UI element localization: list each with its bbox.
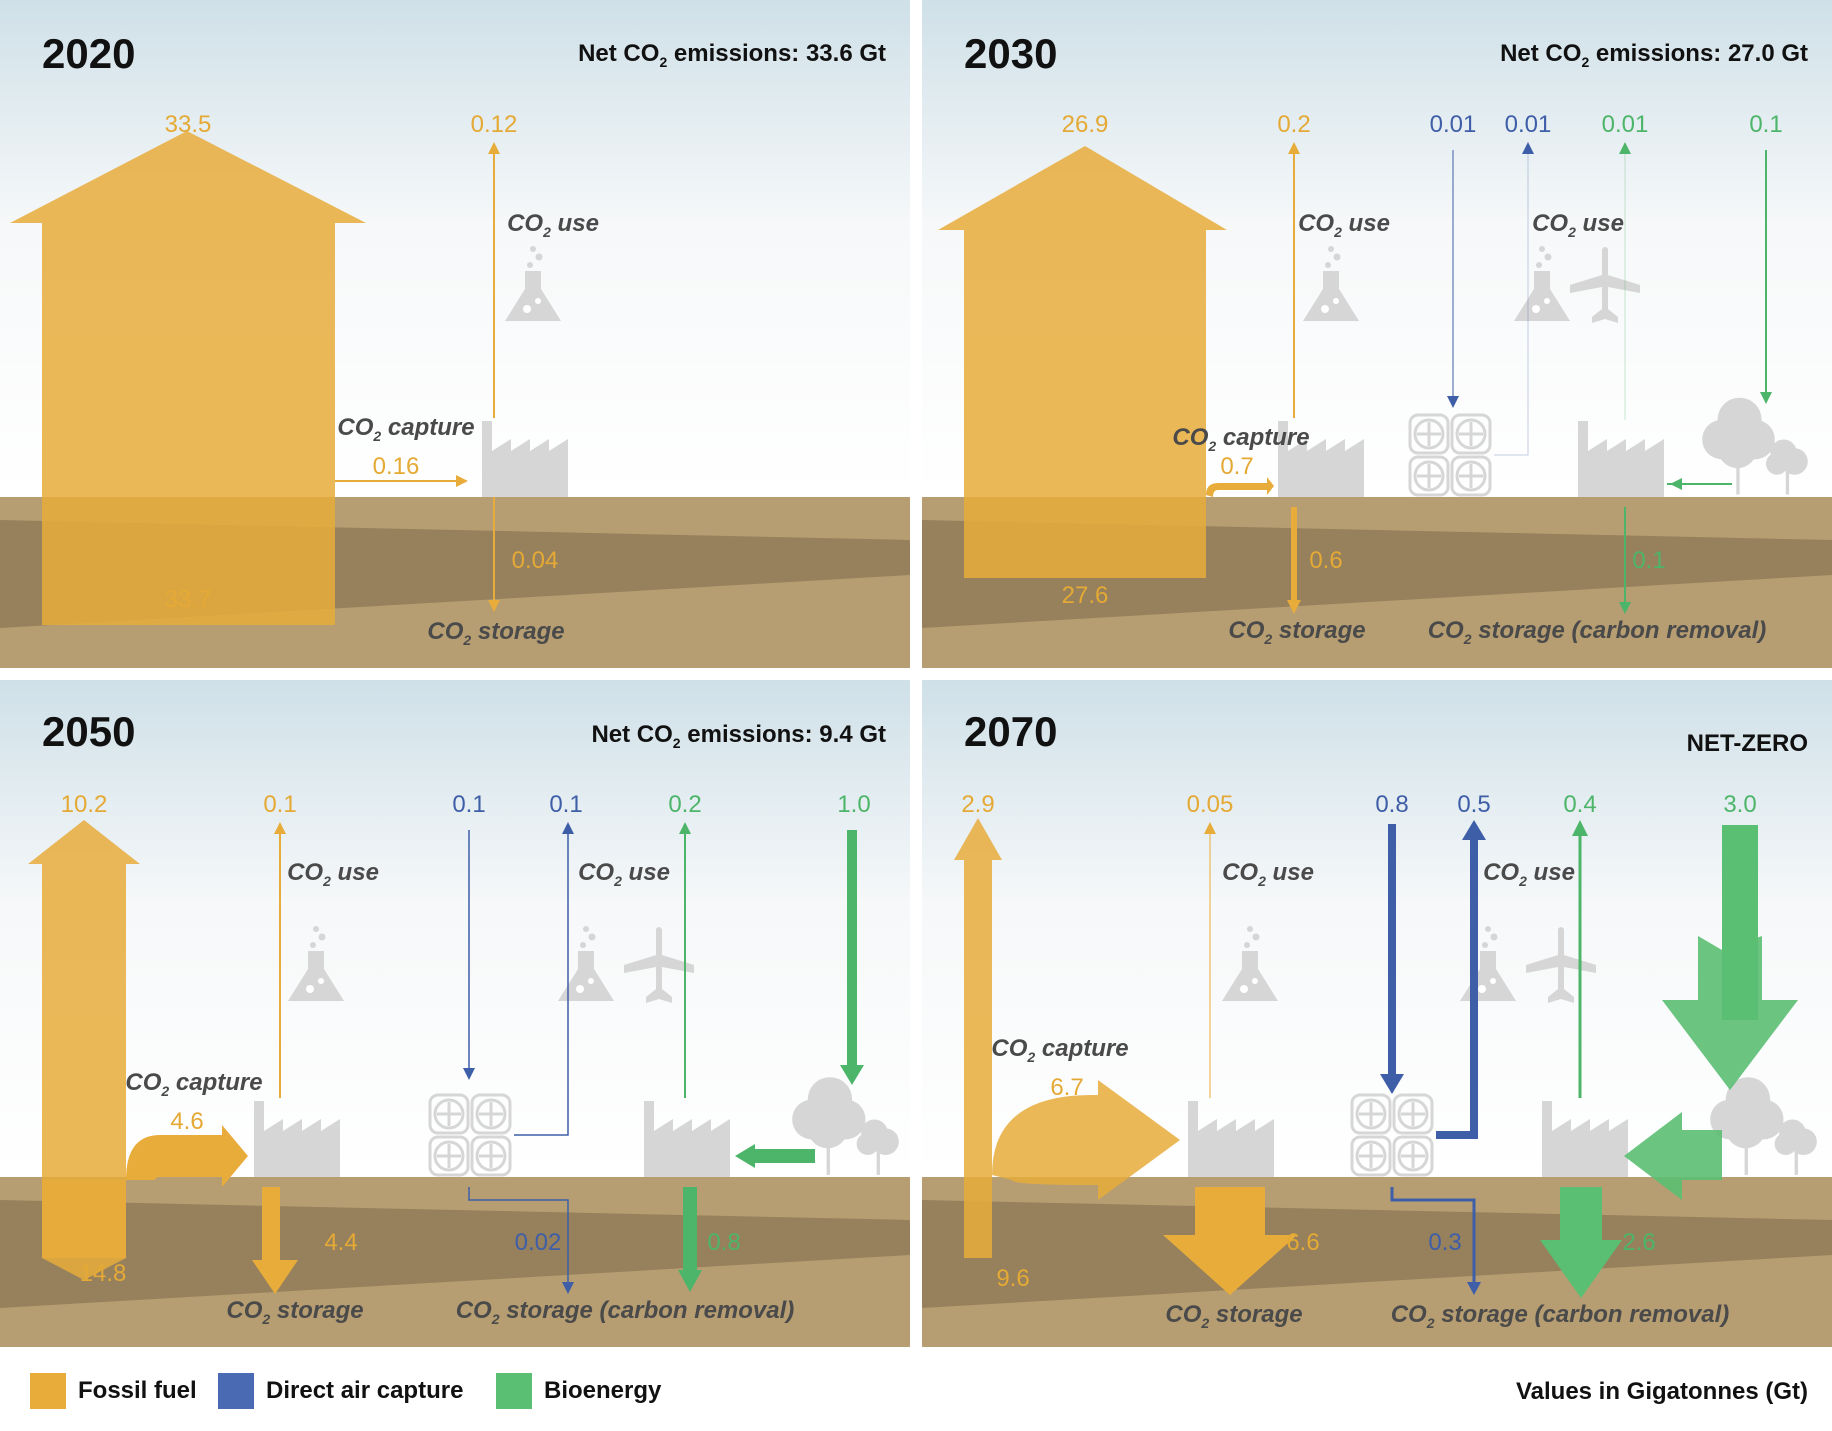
panel-2020: 2020 Net CO2 emissions: 33.6 Gt 33.5 0.1… bbox=[0, 0, 910, 668]
co2-use-label: CO2 use bbox=[1298, 210, 1390, 240]
panel-2070: 2070 NET-ZERO 2.9 0.05 0.8 0.5 0.4 3.0 C… bbox=[922, 680, 1832, 1347]
storage-value: 0.6 bbox=[1309, 547, 1343, 574]
co2-use-label: CO2 use bbox=[287, 859, 379, 889]
storage-value: 4.4 bbox=[324, 1229, 358, 1256]
fossil-input-value: 33.7 bbox=[164, 586, 212, 613]
year-title: 2070 bbox=[964, 708, 1058, 755]
net-zero-label: NET-ZERO bbox=[1686, 730, 1808, 757]
dac-storage-value: 0.02 bbox=[514, 1229, 562, 1256]
legend-swatch bbox=[30, 1373, 66, 1409]
co2-use-label: CO2 use bbox=[507, 210, 599, 240]
co2-storage-label: CO2 storage bbox=[1228, 617, 1366, 647]
net-emissions: Net CO2 emissions: 27.0 Gt bbox=[1500, 40, 1808, 70]
co2-removal-label: CO2 storage (carbon removal) bbox=[1390, 1301, 1730, 1331]
fossil-emission-arrow bbox=[28, 820, 140, 1258]
bio-input-value: 0.1 bbox=[1749, 111, 1783, 138]
dac-storage-value: 0.3 bbox=[1428, 1229, 1462, 1256]
bio-input-value: 3.0 bbox=[1723, 791, 1757, 818]
fossil-emission-arrow bbox=[954, 818, 1002, 1258]
fossil-emission-arrow bbox=[938, 146, 1227, 578]
use-value: 0.2 bbox=[1277, 111, 1311, 138]
co2-storage-label: CO2 storage bbox=[427, 618, 565, 648]
co2-storage-label: CO2 storage bbox=[1165, 1301, 1303, 1331]
legend-dac: Direct air capture bbox=[218, 1372, 463, 1410]
bio-input-value: 1.0 bbox=[837, 791, 871, 818]
dac-use-value: 0.01 bbox=[1504, 111, 1552, 138]
net-sub: 2 bbox=[1581, 53, 1590, 70]
net-prefix: Net CO bbox=[591, 721, 673, 748]
use-value: 0.12 bbox=[470, 111, 518, 138]
legend-swatch bbox=[218, 1373, 254, 1409]
net-prefix: Net CO bbox=[1500, 40, 1582, 67]
legend-swatch bbox=[496, 1373, 532, 1409]
use-value: 0.05 bbox=[1186, 791, 1234, 818]
emission-value: 2.9 bbox=[961, 791, 995, 818]
bio-use-value: 0.4 bbox=[1563, 791, 1597, 818]
capture-value: 6.7 bbox=[1050, 1074, 1084, 1101]
co2-storage-label: CO2 storage bbox=[226, 1297, 364, 1327]
panel-2050: 2050 Net CO2 emissions: 9.4 Gt 10.2 0.1 … bbox=[0, 680, 910, 1347]
storage-value: 0.04 bbox=[511, 547, 559, 574]
units-note: Values in Gigatonnes (Gt) bbox=[1515, 1378, 1808, 1405]
legend-fossil: Fossil fuel bbox=[30, 1372, 197, 1410]
co2-use-label-2: CO2 use bbox=[1532, 210, 1624, 240]
fossil-input-value: 27.6 bbox=[1061, 582, 1109, 609]
bio-storage-value: 2.6 bbox=[1622, 1229, 1656, 1256]
panel-2020-graphic bbox=[0, 0, 910, 668]
dac-input-value: 0.1 bbox=[452, 791, 486, 818]
dac-input-value: 0.8 bbox=[1375, 791, 1409, 818]
net-suffix: emissions: 9.4 Gt bbox=[680, 721, 886, 748]
net-suffix: emissions: 27.0 Gt bbox=[1589, 40, 1808, 67]
capture-value: 0.16 bbox=[372, 453, 420, 480]
year-title: 2050 bbox=[42, 708, 136, 755]
bio-storage-value: 0.8 bbox=[707, 1229, 741, 1256]
net-emissions: Net CO2 emissions: 33.6 Gt bbox=[578, 40, 886, 70]
use-value: 0.1 bbox=[263, 791, 297, 818]
emission-value: 10.2 bbox=[60, 791, 108, 818]
co2-removal-label: CO2 storage (carbon removal) bbox=[455, 1297, 795, 1327]
co2-use-label-2: CO2 use bbox=[578, 859, 670, 889]
emission-value: 26.9 bbox=[1061, 111, 1109, 138]
emission-value: 33.5 bbox=[164, 111, 212, 138]
dac-use-value: 0.1 bbox=[549, 791, 583, 818]
year-title: 2020 bbox=[42, 30, 136, 77]
bio-use-value: 0.2 bbox=[668, 791, 702, 818]
panel-2050-graphic bbox=[0, 680, 910, 1347]
capture-value: 0.7 bbox=[1220, 453, 1254, 480]
fossil-input-value: 14.8 bbox=[79, 1260, 127, 1287]
legend-label: Direct air capture bbox=[266, 1377, 464, 1404]
panel-2070-graphic bbox=[922, 680, 1832, 1347]
dac-input-value: 0.01 bbox=[1429, 111, 1477, 138]
legend-label: Fossil fuel bbox=[78, 1377, 197, 1404]
storage-value: 6.6 bbox=[1286, 1229, 1320, 1256]
legend-bio: Bioenergy bbox=[496, 1372, 661, 1410]
co2-use-label-2: CO2 use bbox=[1483, 859, 1575, 889]
panel-2030: 2030 Net CO2 emissions: 27.0 Gt 26.9 0.2… bbox=[922, 0, 1832, 668]
co2-capture-label: CO2 capture bbox=[125, 1069, 263, 1099]
bio-storage-value: 0.1 bbox=[1632, 547, 1666, 574]
co2-capture-label: CO2 capture bbox=[1172, 424, 1310, 454]
dac-use-value: 0.5 bbox=[1457, 791, 1491, 818]
net-suffix: emissions: 33.6 Gt bbox=[667, 40, 886, 67]
net-sub: 2 bbox=[659, 53, 668, 70]
net-emissions: Net CO2 emissions: 9.4 Gt bbox=[591, 721, 886, 751]
legend-label: Bioenergy bbox=[544, 1377, 662, 1404]
panel-2030-graphic bbox=[922, 0, 1832, 668]
net-sub: 2 bbox=[672, 734, 681, 751]
year-title: 2030 bbox=[964, 30, 1058, 77]
co2-capture-label: CO2 capture bbox=[991, 1035, 1129, 1065]
capture-value: 4.6 bbox=[170, 1108, 204, 1135]
bio-use-value: 0.01 bbox=[1601, 111, 1649, 138]
net-prefix: Net CO bbox=[578, 40, 660, 67]
co2-capture-label: CO2 capture bbox=[337, 414, 475, 444]
co2-removal-label: CO2 storage (carbon removal) bbox=[1427, 617, 1767, 647]
co2-use-label: CO2 use bbox=[1222, 859, 1314, 889]
fossil-input-value: 9.6 bbox=[996, 1265, 1030, 1292]
fossil-emission-arrow bbox=[10, 131, 366, 625]
